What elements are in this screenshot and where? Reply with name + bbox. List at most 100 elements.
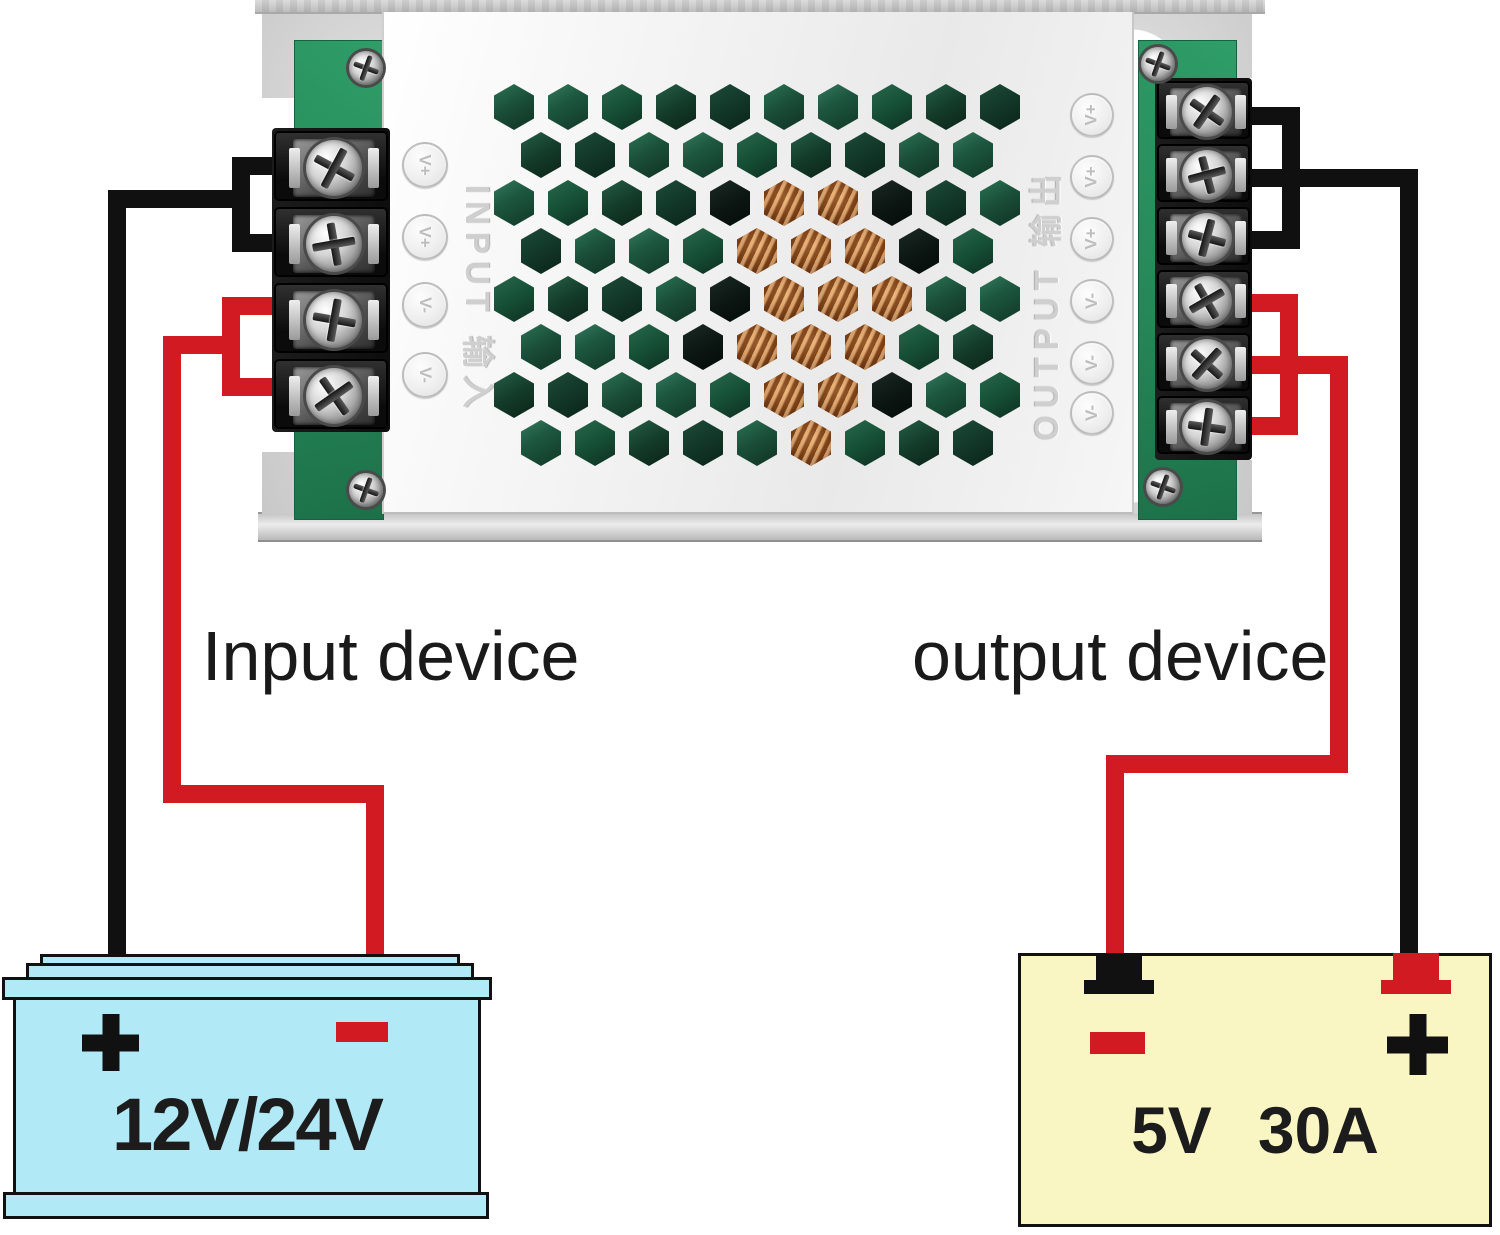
load-plus-icon <box>1387 1014 1448 1075</box>
vent-hole <box>521 228 561 274</box>
input-device-label: Input device <box>202 617 580 695</box>
wire-segment <box>163 336 181 803</box>
vent-hole <box>602 84 642 130</box>
load-minus-icon <box>1090 1032 1145 1054</box>
vent-hole <box>629 420 669 466</box>
vent-hole <box>872 372 912 418</box>
load-terminal-negative-base <box>1084 980 1154 994</box>
battery-voltage-label: 12V/24V <box>112 1083 384 1166</box>
terminal-stamp-text: V+ <box>1082 166 1101 188</box>
vent-hole <box>845 132 885 178</box>
vent-hole <box>575 420 615 466</box>
load-body <box>1018 953 1492 1227</box>
vent-hole <box>710 84 750 130</box>
vent-hole-copper-coil <box>764 276 804 322</box>
terminal-screw-icon <box>1182 150 1232 200</box>
terminal-cell <box>1157 270 1250 328</box>
terminal-stamp: V+ <box>1070 217 1114 261</box>
vent-hole <box>980 372 1020 418</box>
vent-hole-copper-coil <box>791 420 831 466</box>
vent-hole-copper-coil <box>737 228 777 274</box>
vent-hole <box>953 324 993 370</box>
wire-segment <box>1245 417 1298 435</box>
vent-hole <box>602 180 642 226</box>
vent-hole <box>521 132 561 178</box>
vent-hole-copper-coil <box>791 324 831 370</box>
vent-hole <box>953 132 993 178</box>
vent-hole <box>737 420 777 466</box>
terminal-cell <box>274 207 388 277</box>
wire-segment <box>108 190 126 970</box>
load-terminal-negative <box>1096 953 1142 983</box>
terminal-stamp: V+ <box>1070 155 1114 199</box>
vent-hole <box>629 132 669 178</box>
vent-hole-copper-coil <box>845 324 885 370</box>
vent-hole-copper-coil <box>764 372 804 418</box>
terminal-cell <box>1157 207 1250 265</box>
wire-segment <box>1400 169 1418 958</box>
wire-segment <box>366 785 384 968</box>
vent-hole <box>980 84 1020 130</box>
vent-hole <box>521 420 561 466</box>
vent-hole <box>926 372 966 418</box>
pcb-screw-icon <box>349 51 383 85</box>
screw-slot <box>314 380 354 412</box>
input-terminal-block <box>272 128 390 432</box>
vent-hole <box>548 276 588 322</box>
battery-plus-icon <box>82 1014 139 1071</box>
terminal-screw-icon <box>306 292 362 348</box>
terminal-cell <box>1157 144 1250 202</box>
load-terminal-positive-base <box>1381 980 1451 994</box>
load-current: 30A <box>1257 1093 1379 1167</box>
pcb-screw-icon <box>1141 47 1175 81</box>
terminal-stamp: V- <box>1070 341 1114 385</box>
pcb-screw-icon <box>349 473 383 507</box>
terminal-stamp: V- <box>1070 391 1114 435</box>
vent-hole <box>548 84 588 130</box>
vent-hole <box>872 84 912 130</box>
terminal-stamp: V- <box>402 282 448 328</box>
terminal-stamp: V- <box>402 352 448 398</box>
vent-hole <box>656 84 696 130</box>
vent-hole <box>899 228 939 274</box>
wire-segment <box>1106 755 1124 958</box>
vent-hole <box>548 372 588 418</box>
module-bottom-plate <box>258 512 1262 542</box>
load-terminal-positive <box>1393 953 1439 983</box>
vent-hole <box>575 228 615 274</box>
vent-hole <box>575 132 615 178</box>
terminal-stamp-text: V- <box>1082 292 1101 310</box>
terminal-stamp-text: V+ <box>1082 228 1101 250</box>
wire-segment <box>1106 755 1348 773</box>
vent-hole <box>656 180 696 226</box>
vent-hole <box>656 276 696 322</box>
vent-hole-copper-coil <box>845 228 885 274</box>
terminal-cell <box>1157 333 1250 391</box>
terminal-stamp-text: V- <box>1082 404 1101 422</box>
terminal-stamp-text: V+ <box>416 226 435 248</box>
wire-segment <box>1330 356 1348 773</box>
terminal-cell <box>1157 81 1250 139</box>
terminal-cell <box>1157 396 1250 454</box>
vent-hole <box>548 180 588 226</box>
terminal-stamp-text: V+ <box>416 154 435 176</box>
vent-hole <box>494 84 534 130</box>
vent-hole-copper-coil <box>872 276 912 322</box>
vent-hole <box>953 420 993 466</box>
vent-hole <box>791 132 831 178</box>
vent-hole <box>602 276 642 322</box>
wire-segment <box>163 336 240 354</box>
terminal-stamp-text: V- <box>416 296 435 314</box>
terminal-stamp: V- <box>1070 279 1114 323</box>
vent-hole <box>710 180 750 226</box>
vent-hole <box>953 228 993 274</box>
vent-hole <box>926 276 966 322</box>
vent-hole <box>629 228 669 274</box>
output-device-label: output device <box>912 617 1329 695</box>
terminal-cell <box>274 359 388 429</box>
terminal-screw-icon <box>306 368 362 424</box>
vent-hole <box>980 276 1020 322</box>
vent-hole <box>683 228 723 274</box>
